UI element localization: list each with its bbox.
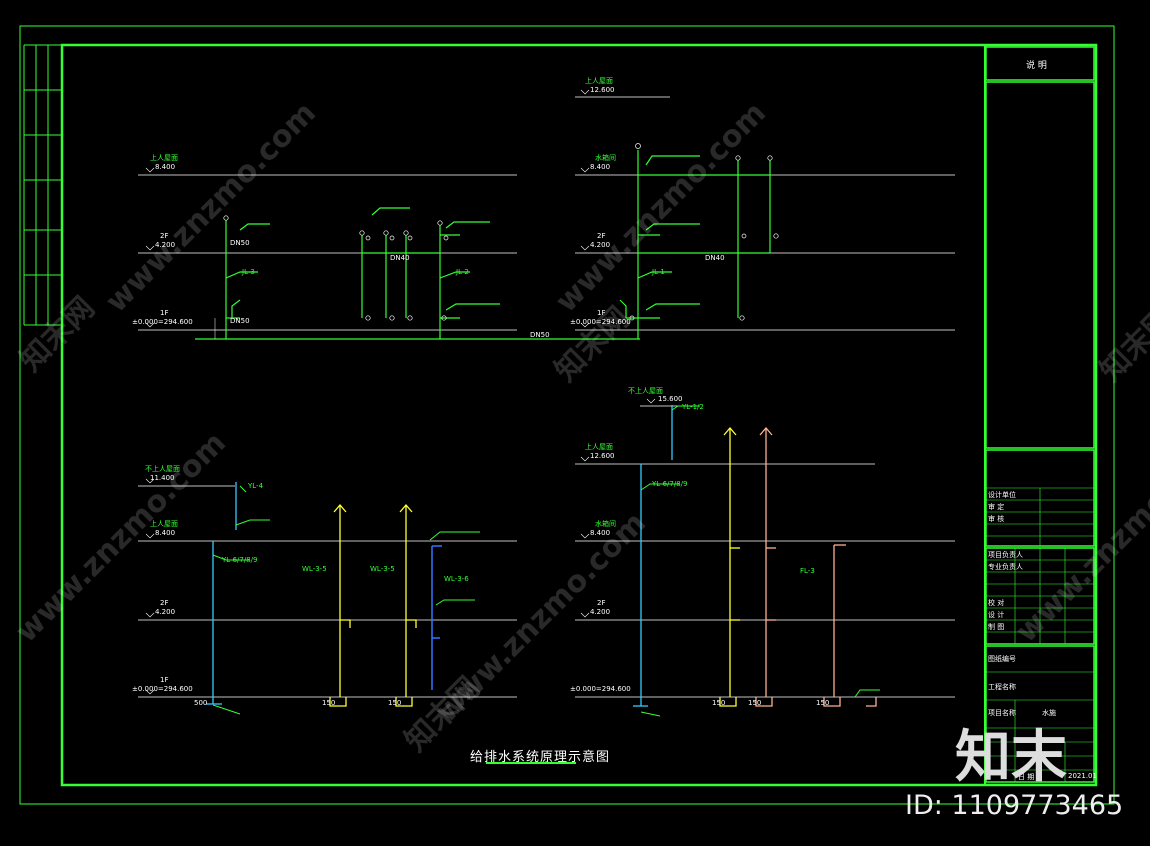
level-name-1f-bl: 1F [160, 676, 169, 684]
level-name-2f-tl: 2F [160, 232, 169, 240]
tb-sheet: 水施 [1042, 709, 1056, 717]
level-elev-1f-tl: ±0.000=294.600 [132, 318, 193, 326]
level-name-2f-br: 2F [597, 599, 606, 607]
dim-150-b: 150 [388, 699, 402, 707]
level-name-mid-br: 上人屋面 [585, 443, 613, 451]
tag-yl4: YL-4 [248, 482, 264, 490]
tag-fl: FL-3 [800, 567, 815, 575]
dim-150-a: 150 [322, 699, 336, 707]
tb-row-7: 制 图 [988, 623, 1005, 631]
level-name-top-tr: 上人屋面 [585, 77, 613, 85]
level-elev-roof-bl: 8.400 [155, 529, 176, 537]
level-elev-2f-tl: 4.200 [155, 241, 176, 249]
level-elev-mid-br: 12.600 [590, 452, 615, 460]
level-elev-roof-tr: 8.400 [590, 163, 611, 171]
brand-logo: 知末 [955, 725, 1067, 790]
tb-row-0: 设计单位 [988, 491, 1016, 499]
tb-row-1: 审 定 [988, 503, 1005, 511]
tag-jl1: JL-1 [652, 268, 665, 276]
level-name-top-br: 不上人屋面 [628, 387, 663, 395]
tb-date: 2021.01 [1068, 772, 1097, 780]
level-name-top-bl: 不上人屋面 [145, 465, 180, 473]
tag-jl3: JL-3 [242, 268, 255, 276]
level-name-roof-bl: 上人屋面 [150, 520, 178, 528]
level-name-roof-tr: 水箱间 [595, 154, 616, 162]
tag-jl2: JL-2 [456, 268, 469, 276]
tb-row-6: 设 计 [988, 611, 1005, 619]
diagram-bottom-right [575, 398, 955, 717]
tb-row-9: 工程名称 [988, 683, 1016, 691]
level-elev-2f-br: 4.200 [590, 608, 611, 616]
level-name-1f-tl: 1F [160, 309, 169, 317]
level-name-2f-bl: 2F [160, 599, 169, 607]
level-name-2f-tr: 2F [597, 232, 606, 240]
level-elev-top-bl: 11.400 [150, 474, 175, 482]
drawing-title: 给排水系统原理示意图 [470, 750, 611, 765]
dim-150-e: 150 [816, 699, 830, 707]
outer-border [19, 25, 1115, 805]
level-elev-2f-tr: 4.200 [590, 241, 611, 249]
dim-150-c: 150 [712, 699, 726, 707]
level-name-1f-tr: 1F [597, 309, 606, 317]
level-elev-1f-br: ±0.000=294.600 [570, 685, 631, 693]
tb-row-10: 项目名称 [988, 709, 1016, 717]
level-elev-top-br: 15.600 [658, 395, 683, 403]
level-elev-2f-bl: 4.200 [155, 608, 176, 616]
level-name-roof-br: 水箱间 [595, 520, 616, 528]
tag-wl-b: WL-3-5 [370, 565, 395, 573]
level-name-roof-tl: 上人屋面 [150, 154, 178, 162]
level-elev-1f-tr: ±0.000=294.600 [570, 318, 631, 326]
tag-dn40-a: DN40 [390, 254, 410, 262]
inner-border [60, 43, 1098, 787]
tb-row-5: 校 对 [988, 599, 1005, 607]
level-elev-roof-br: 8.400 [590, 529, 611, 537]
tb-row-4: 专业负责人 [988, 563, 1023, 571]
tag-dn50-b: DN50 [230, 317, 250, 325]
tag-yl6789-a: YL-6/7/8/9 [222, 556, 258, 564]
dim-500: 500 [194, 699, 208, 707]
tag-wl-a: WL-3-5 [302, 565, 327, 573]
dim-150-d: 150 [748, 699, 762, 707]
tag-yl12: YL-1/2 [682, 403, 704, 411]
tag-dn40-b: DN40 [705, 254, 725, 262]
title-block-header: 说 明 [1026, 61, 1047, 71]
level-elev-roof-tl: 8.400 [155, 163, 176, 171]
diagram-top-right [575, 89, 955, 339]
level-elev-1f-bl: ±0.000=294.600 [132, 685, 193, 693]
title-underline [486, 762, 576, 764]
tag-wl2: WL-3-6 [444, 575, 469, 583]
diagram-top-left [138, 167, 640, 340]
tb-row-3: 项目负责人 [988, 551, 1023, 559]
tag-dn50-c: DN50 [530, 331, 550, 339]
tag-dn50-a: DN50 [230, 239, 250, 247]
brand-id: ID: 1109773465 [905, 790, 1124, 821]
level-elev-top-tr: 12.600 [590, 86, 615, 94]
tb-row-8: 图纸编号 [988, 655, 1016, 663]
tb-row-2: 审 核 [988, 515, 1005, 523]
diagram-bottom-left [138, 478, 517, 715]
tb-row-11: 日 期 [1018, 773, 1035, 781]
tag-yl6789-b: YL-6/7/8/9 [652, 480, 688, 488]
